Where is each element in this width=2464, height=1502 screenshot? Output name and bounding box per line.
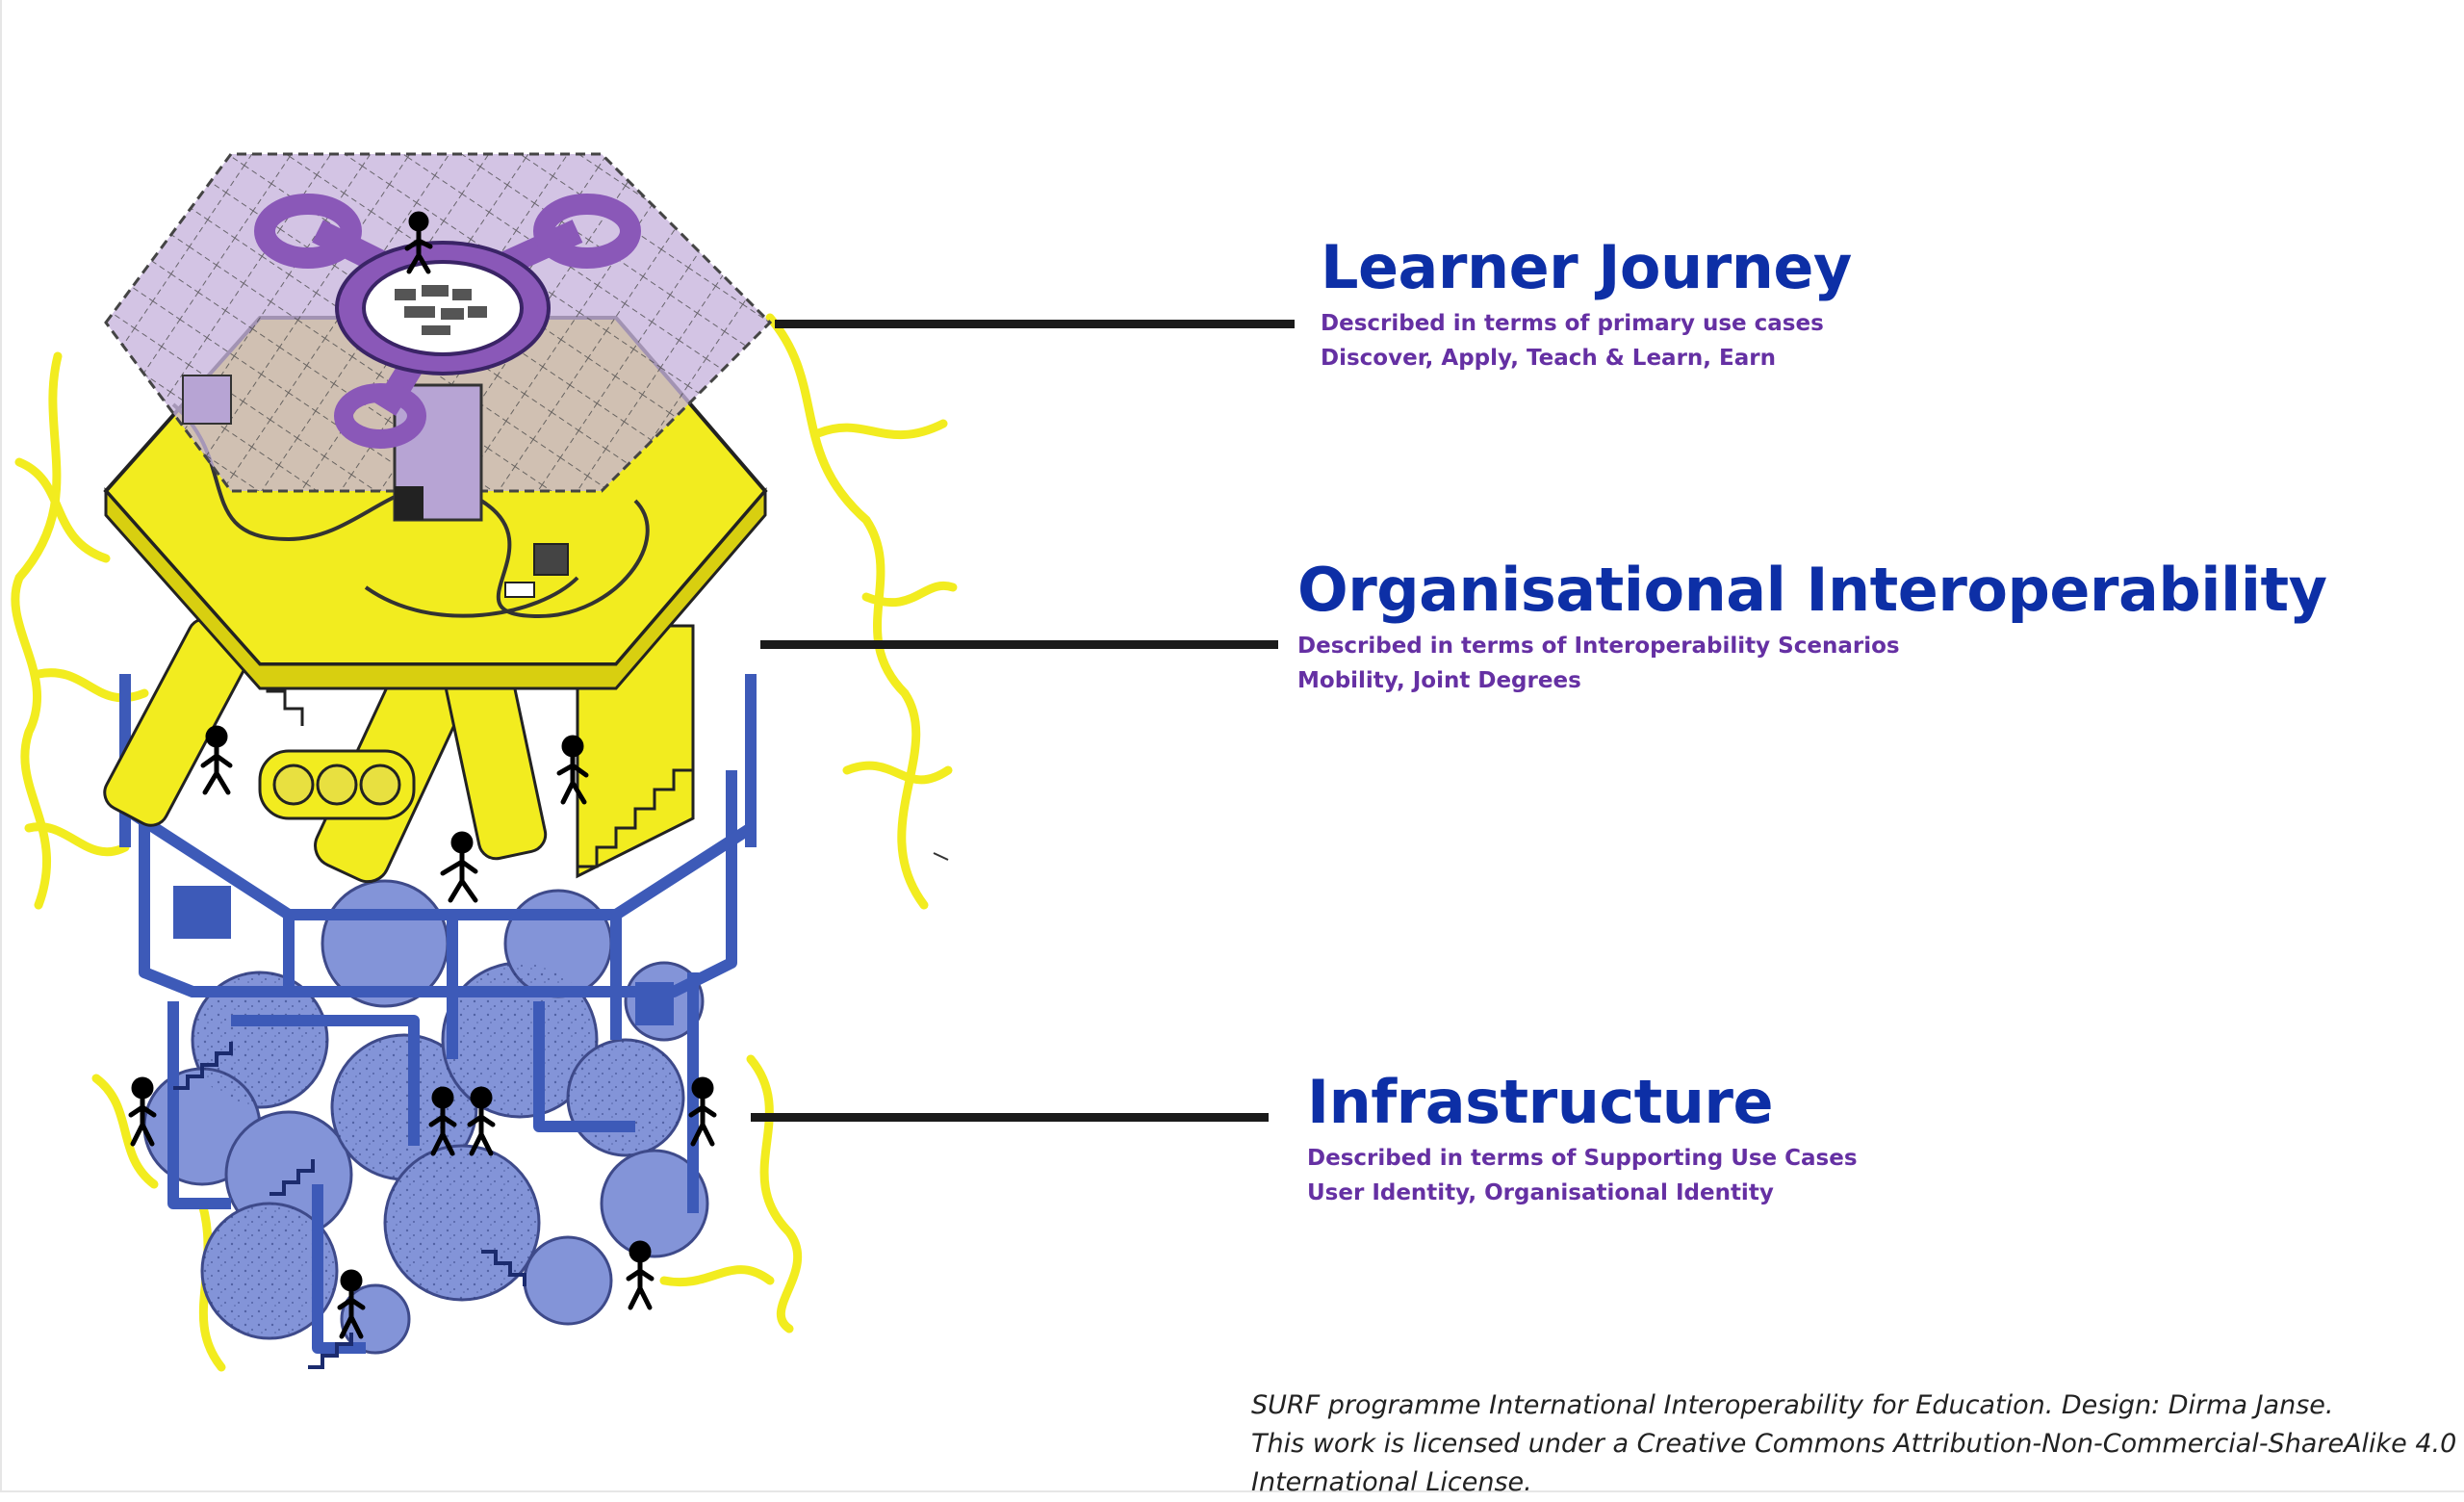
credit-line2: This work is licensed under a Creative C… — [1251, 1429, 2457, 1459]
section-description: Described in terms of primary use cases … — [1321, 306, 1852, 376]
stick-figures — [128, 211, 717, 1339]
leader-line-infrastructure — [751, 1113, 1269, 1122]
section-organisational-interoperability: Organisational Interoperability Describe… — [1297, 557, 2327, 698]
section-description-line2: Mobility, Joint Degrees — [1297, 668, 1581, 694]
leader-line-learner-journey — [775, 320, 1295, 328]
section-description-line1: Described in terms of Supporting Use Cas… — [1307, 1146, 1858, 1172]
section-description-line2: User Identity, Organisational Identity — [1307, 1180, 1774, 1206]
section-description-line1: Described in terms of Interoperability S… — [1297, 634, 1900, 660]
section-learner-journey: Learner Journey Described in terms of pr… — [1321, 234, 1852, 376]
credit-line1: SURF programme International Interoperab… — [1251, 1390, 2334, 1420]
credit-license-text: SURF programme International Interoperab… — [1251, 1386, 2456, 1502]
blue-frame — [119, 674, 757, 1354]
section-description-line2: Discover, Apply, Teach & Learn, Earn — [1321, 346, 1776, 372]
section-infrastructure: Infrastructure Described in terms of Sup… — [1307, 1069, 1858, 1210]
layered-architecture-illustration — [11, 152, 958, 1372]
section-description: Described in terms of Supporting Use Cas… — [1307, 1141, 1858, 1210]
section-description-line1: Described in terms of primary use cases — [1321, 311, 1824, 337]
leader-line-organisational — [760, 640, 1278, 649]
section-title: Learner Journey — [1321, 232, 1852, 302]
section-title: Infrastructure — [1307, 1067, 1774, 1137]
section-title: Organisational Interoperability — [1297, 555, 2327, 625]
purple-hub — [254, 194, 641, 449]
section-description: Described in terms of Interoperability S… — [1297, 629, 2327, 698]
thin-tick-mark — [933, 852, 949, 861]
stairs — [173, 1042, 526, 1369]
infrastructure-bubbles — [142, 879, 709, 1355]
credit-line3: International License. — [1251, 1467, 1532, 1497]
